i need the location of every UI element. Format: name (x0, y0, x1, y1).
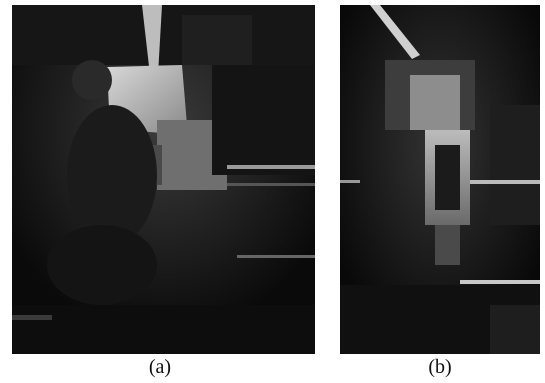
panel-b-caption: (b) (428, 356, 452, 378)
photo-b-image (340, 5, 540, 354)
photo-panel-b (340, 5, 540, 354)
photo-panel-a (12, 5, 315, 354)
panel-a-caption: (a) (148, 356, 172, 378)
photo-a-image (12, 5, 315, 354)
